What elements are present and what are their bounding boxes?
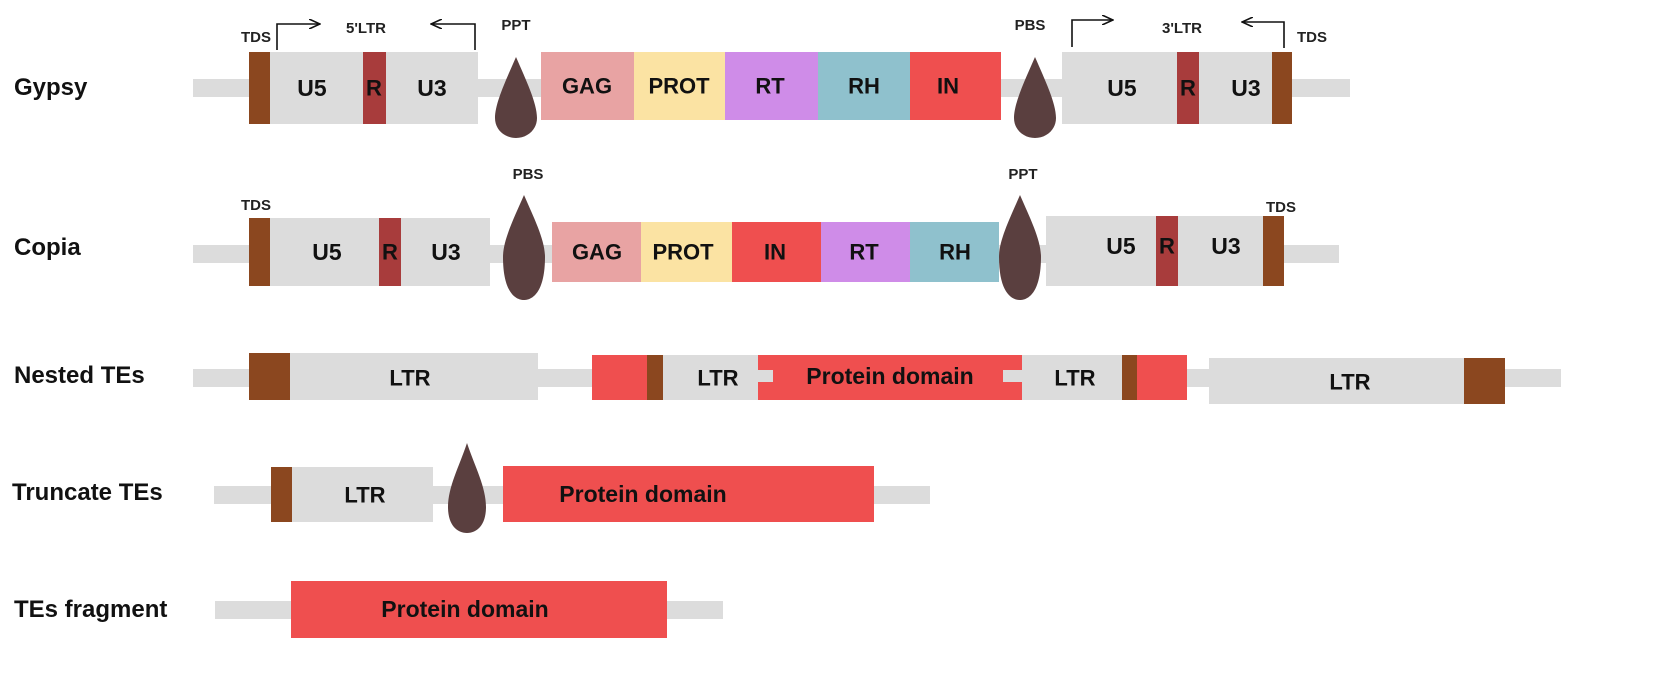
u5-label: U5: [1106, 233, 1136, 259]
r-region: [363, 52, 386, 124]
u3-label: U3: [417, 75, 446, 101]
rh-block: [910, 222, 999, 282]
tds-block: [647, 355, 663, 400]
promoter-arrow-icon: [276, 24, 320, 50]
rt-label: RT: [755, 74, 785, 99]
tds-block: [1464, 358, 1505, 404]
ltr-box: [292, 467, 433, 522]
ltr5-label: 5'LTR: [346, 20, 386, 37]
row-label-copia: Copia: [14, 234, 81, 261]
copia-row: Copia U5 R U3 TDS PBS GAG PROT IN RT RH …: [14, 166, 1339, 300]
tds-block: [1122, 355, 1137, 400]
in-block: [732, 222, 821, 282]
rt-block: [725, 52, 818, 120]
rh-block: [818, 52, 910, 120]
in-label: IN: [764, 240, 786, 265]
row-label-nested: Nested TEs: [14, 362, 145, 389]
ltr-3-box: [1062, 52, 1272, 124]
tds-block: [271, 467, 292, 522]
ltr3-label: 3'LTR: [1162, 20, 1202, 37]
in-label: IN: [937, 74, 959, 99]
prot-block: [641, 222, 732, 282]
truncate-row: Truncate TEs LTR Protein domain: [12, 443, 930, 533]
backbone-gap: [758, 370, 773, 382]
protein-domain-label: Protein domain: [381, 596, 548, 622]
row-label-gypsy: Gypsy: [14, 74, 88, 101]
tds-label: TDS: [241, 29, 271, 46]
r-label: R: [1180, 76, 1196, 101]
row-label-truncate: Truncate TEs: [12, 479, 163, 506]
ppt-label: PPT: [501, 17, 530, 34]
u3-label: U3: [1211, 233, 1240, 259]
ppt-drop-icon: [999, 195, 1041, 300]
rh-label: RH: [848, 74, 880, 99]
promoter-arrow-icon: [1071, 20, 1113, 47]
row-label-fragment: TEs fragment: [14, 596, 167, 623]
promoter-arrow-icon: [1242, 22, 1285, 48]
r-label: R: [366, 76, 382, 101]
ltr-box: [1209, 358, 1464, 404]
in-block: [910, 52, 1001, 120]
promoter-arrow-icon: [431, 24, 476, 50]
ltr-label: LTR: [1054, 366, 1095, 391]
fragment-row: TEs fragment Protein domain: [14, 581, 723, 638]
prot-block: [634, 52, 725, 120]
protein-domain-label: Protein domain: [806, 363, 973, 389]
protein-domain-block: [291, 581, 667, 638]
ltr-label: LTR: [344, 483, 385, 508]
nested-row: Nested TEs LTR LTR Protein domain LTR LT…: [14, 353, 1561, 404]
tds-label: TDS: [1266, 199, 1296, 216]
tds-label: TDS: [1297, 29, 1327, 46]
u5-label: U5: [297, 75, 327, 101]
ppt-label: PPT: [1008, 166, 1037, 183]
prot-label: PROT: [652, 240, 714, 265]
prot-label: PROT: [648, 74, 710, 99]
ltr-box: [1022, 355, 1122, 400]
r-region: [1156, 216, 1178, 286]
rh-label: RH: [939, 240, 971, 265]
u5-label: U5: [312, 239, 342, 265]
protein-domain-label: Protein domain: [559, 481, 726, 507]
gag-block: [541, 52, 634, 120]
tds-label: TDS: [241, 197, 271, 214]
r-label: R: [382, 240, 398, 265]
u5-label: U5: [1107, 75, 1137, 101]
ltr-3-box: [1046, 216, 1263, 286]
r-label: R: [1159, 234, 1175, 259]
rt-block: [821, 222, 910, 282]
tds-block: [1263, 216, 1284, 286]
gag-label: GAG: [562, 74, 612, 99]
r-region: [1177, 52, 1199, 124]
ltr-label: LTR: [389, 366, 430, 391]
tds-block: [249, 52, 270, 124]
ltr-label: LTR: [697, 366, 738, 391]
pbs-label: PBS: [513, 166, 544, 183]
tds-block: [1272, 52, 1292, 124]
u3-label: U3: [431, 239, 460, 265]
ppt-drop-icon: [495, 57, 537, 138]
ppt-drop-icon: [448, 443, 486, 533]
ltr-box: [663, 355, 758, 400]
u3-label: U3: [1231, 75, 1260, 101]
tds-block: [249, 218, 270, 286]
pbs-drop-icon: [503, 195, 545, 300]
pbs-label: PBS: [1015, 17, 1046, 34]
gag-block: [552, 222, 641, 282]
gag-label: GAG: [572, 240, 622, 265]
ltr-label: LTR: [1329, 370, 1370, 395]
gypsy-row: Gypsy U5 R U3 TDS 5'LTR PPT GAG PROT RT …: [14, 17, 1350, 138]
protein-domain-block: [503, 466, 874, 522]
backbone-gap: [1003, 370, 1022, 382]
pbs-drop-icon: [1014, 57, 1056, 138]
rt-label: RT: [849, 240, 879, 265]
tds-block: [249, 353, 290, 400]
ltr-box: [290, 353, 538, 400]
r-region: [379, 218, 401, 286]
